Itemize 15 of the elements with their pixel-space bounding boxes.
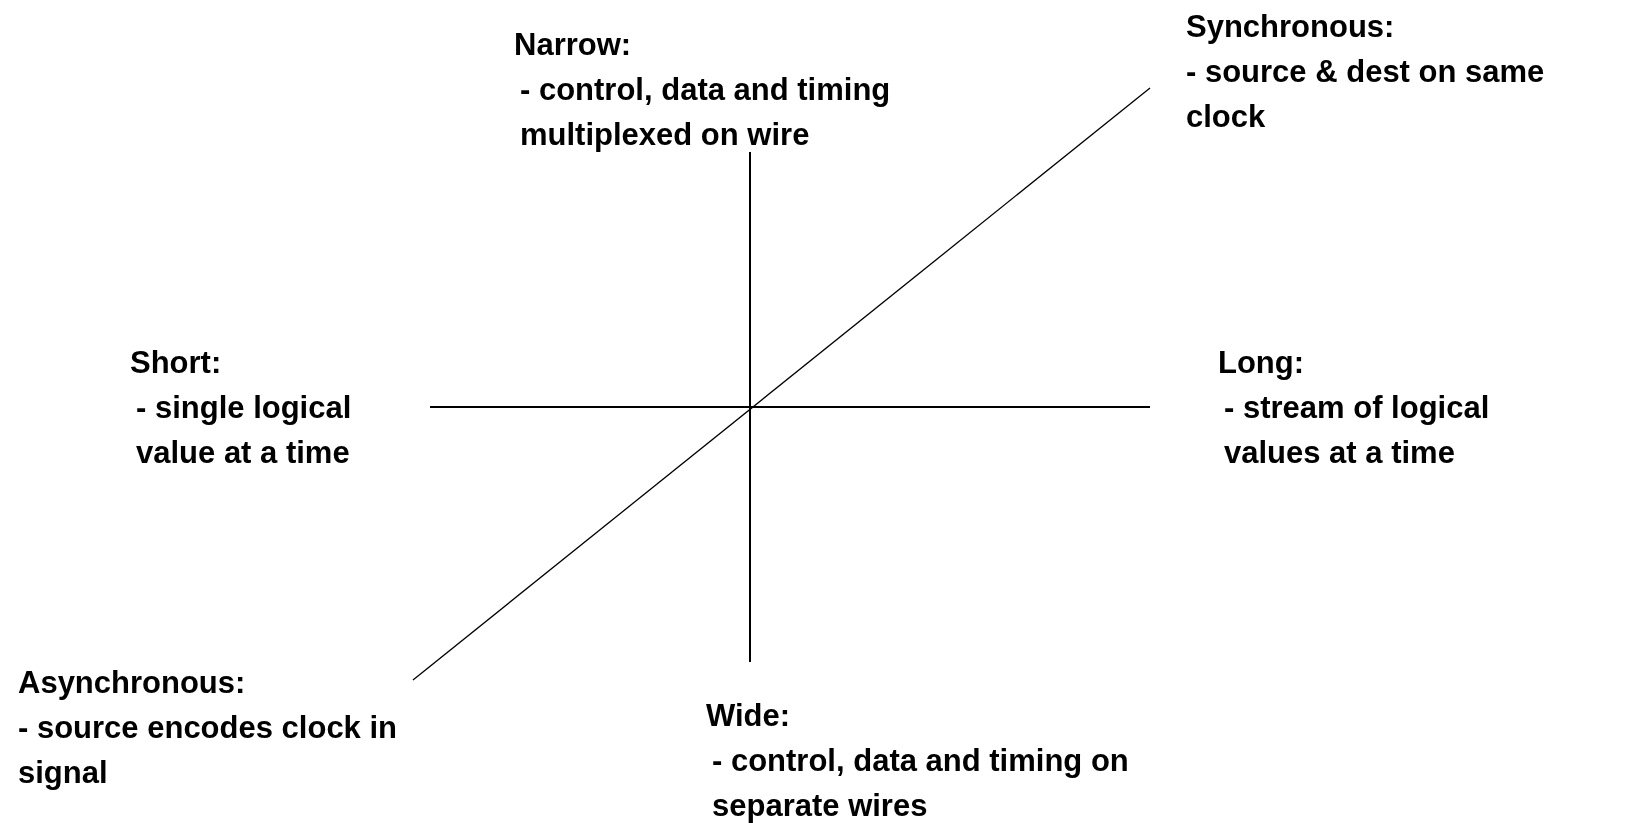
axis-heading: Synchronous:: [1186, 8, 1396, 46]
axis-line: [749, 151, 751, 663]
axis-description: - stream of logical values at a time: [1223, 389, 1491, 472]
axis-heading: Wide:: [706, 697, 792, 735]
axis-description: - source & dest on same clock: [1186, 53, 1546, 136]
axis-description: - control, data and timing multiplexed on wire: [519, 71, 892, 154]
axis-heading: Long:: [1218, 344, 1306, 382]
axis-heading: Narrow:: [514, 26, 633, 64]
axis-line: [429, 406, 1151, 408]
axis-heading: Asynchronous:: [18, 664, 247, 702]
axis-description: - source encodes clock in signal: [18, 709, 399, 792]
axis-heading: Short:: [130, 344, 223, 382]
axis-description: - single logical value at a time: [135, 389, 353, 472]
axis-line: [412, 87, 1151, 681]
axis-description: - control, data and timing on separate wires: [711, 742, 1130, 823]
